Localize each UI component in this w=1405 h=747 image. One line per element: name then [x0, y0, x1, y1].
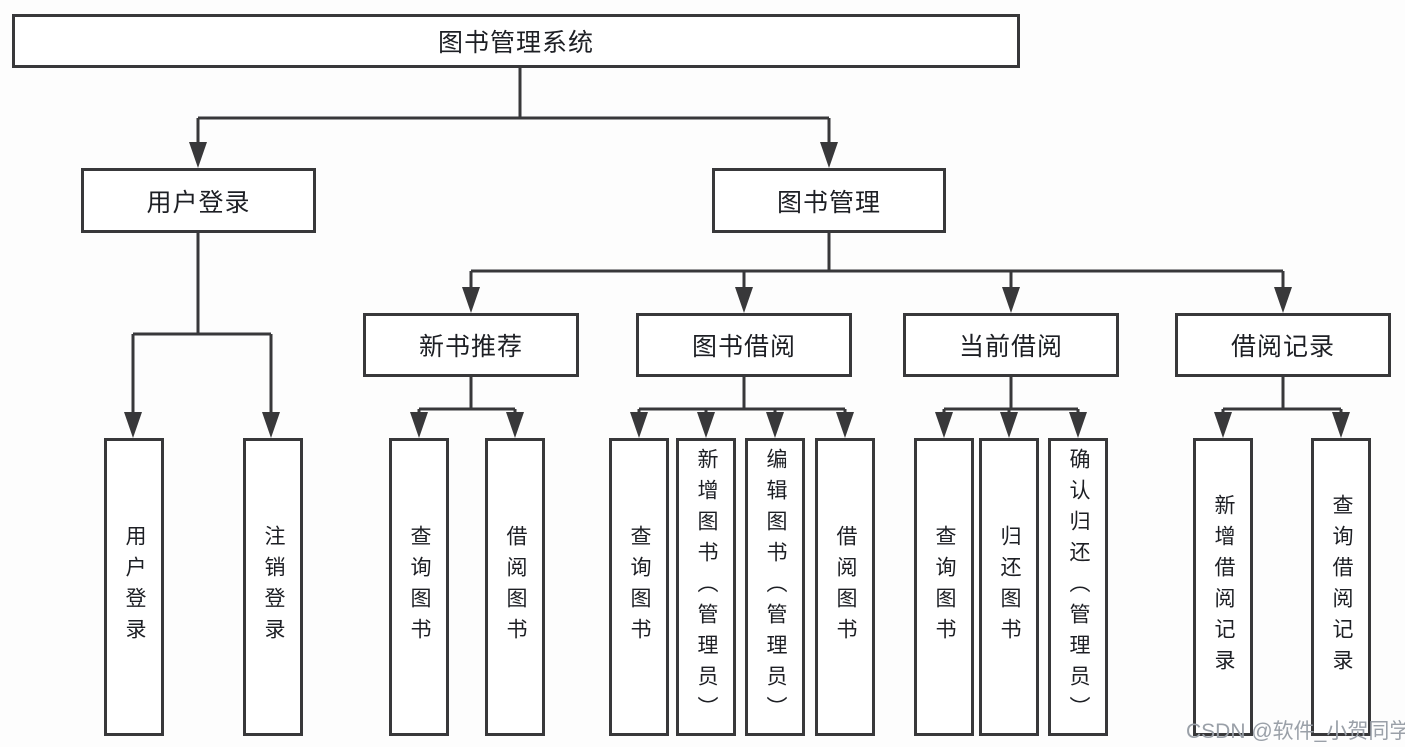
leaf-return-book-label: 归还图书	[998, 525, 1021, 649]
leaf-query-book-borrow: 查询图书	[609, 438, 669, 736]
node-current-borrow: 当前借阅	[903, 313, 1119, 377]
leaf-add-book-admin: 新增图书（管理员）	[676, 438, 736, 736]
arrowheads	[124, 142, 1350, 438]
node-current-borrow-label: 当前借阅	[958, 333, 1063, 361]
leaf-confirm-return-admin: 确认归还（管理员）	[1048, 438, 1108, 736]
leaf-user-login: 用户登录	[104, 438, 164, 736]
node-user-login-label: 用户登录	[146, 188, 251, 217]
leaf-add-borrow-record: 新增借阅记录	[1193, 438, 1253, 736]
node-root-label: 图书管理系统	[437, 29, 594, 57]
node-book-management-label: 图书管理	[776, 188, 881, 217]
leaf-user-login-label: 用户登录	[123, 525, 146, 649]
leaf-borrow-book-recommend: 借阅图书	[485, 438, 545, 736]
leaf-query-book-borrow-label: 查询图书	[628, 525, 651, 649]
leaf-query-book-current-label: 查询图书	[933, 525, 956, 649]
leaf-edit-book-admin: 编辑图书（管理员）	[745, 438, 805, 736]
leaf-borrow-book: 借阅图书	[815, 438, 875, 736]
leaf-edit-book-admin-label: 编辑图书（管理员）	[764, 447, 787, 727]
leaf-return-book: 归还图书	[979, 438, 1039, 736]
node-new-book-recommend: 新书推荐	[363, 313, 579, 377]
leaf-borrow-book-label: 借阅图书	[834, 525, 857, 649]
leaf-query-book-recommend-label: 查询图书	[408, 525, 431, 649]
leaf-query-borrow-record: 查询借阅记录	[1311, 438, 1371, 736]
leaf-add-book-admin-label: 新增图书（管理员）	[695, 447, 718, 727]
leaf-query-borrow-record-label: 查询借阅记录	[1330, 494, 1353, 680]
node-root-system: 图书管理系统	[12, 14, 1020, 68]
leaf-add-borrow-record-label: 新增借阅记录	[1212, 494, 1235, 680]
node-book-management: 图书管理	[712, 168, 946, 233]
leaf-query-book-current: 查询图书	[914, 438, 974, 736]
leaf-query-book-recommend: 查询图书	[389, 438, 449, 736]
node-user-login: 用户登录	[81, 168, 316, 233]
node-borrow-records: 借阅记录	[1175, 313, 1391, 377]
node-book-borrow: 图书借阅	[636, 313, 852, 377]
node-book-borrow-label: 图书借阅	[691, 333, 796, 361]
node-new-book-recommend-label: 新书推荐	[418, 333, 523, 361]
node-borrow-records-label: 借阅记录	[1230, 333, 1335, 361]
leaf-logout: 注销登录	[243, 438, 303, 736]
csdn-watermark: CSDN @软件_小贺同学	[1186, 720, 1405, 743]
leaf-borrow-book-recommend-label: 借阅图书	[504, 525, 527, 649]
leaf-confirm-return-admin-label: 确认归还（管理员）	[1067, 447, 1090, 727]
leaf-logout-label: 注销登录	[262, 525, 285, 649]
